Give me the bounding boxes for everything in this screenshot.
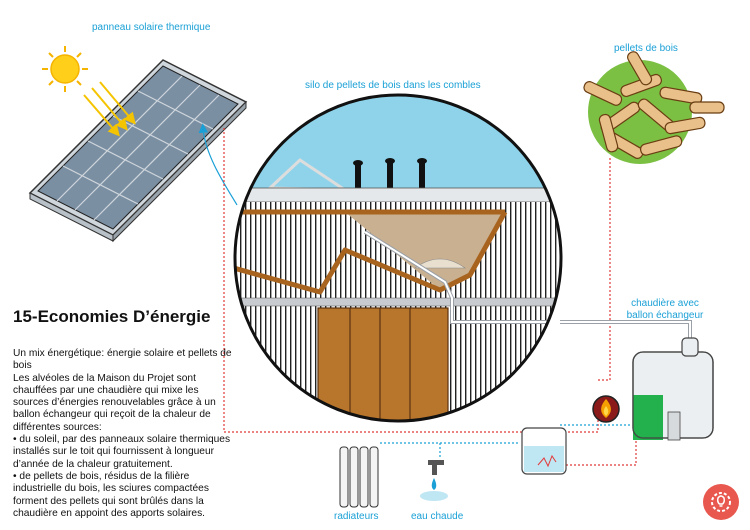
faucet-icon: [420, 460, 448, 501]
gear-bulb-logo: [703, 484, 739, 520]
bullet-solar: • du soleil, par des panneaux solaire th…: [13, 434, 237, 471]
radiator: [340, 447, 378, 507]
hot-water-tank: [522, 428, 566, 474]
description: Un mix énergétique: énergie solaire et p…: [13, 348, 237, 520]
description-paragraph: Les alvéoles de la Maison du Projet sont…: [13, 373, 237, 434]
pellets-label: pellets de bois: [614, 43, 678, 55]
wood-pellets: [582, 50, 724, 164]
page-title: 15-Economies D’énergie: [13, 309, 233, 325]
intro-text: Un mix énergétique: énergie solaire et p…: [13, 348, 237, 373]
bullet-pellets: • de pellets de bois, résidus de la fili…: [13, 471, 237, 520]
boiler-pipe: [560, 322, 690, 345]
boiler-label: chaudière avec ballon échangeur: [625, 298, 705, 322]
boiler: [633, 338, 713, 440]
hot-water-label: eau chaude: [411, 511, 463, 523]
flame-icon: [593, 396, 619, 422]
water-pipes: [380, 425, 630, 458]
building-cutaway: [230, 90, 610, 432]
solar-panel-label: panneau solaire thermique: [92, 22, 210, 34]
sun-icon: [42, 46, 88, 92]
silo-label: silo de pellets de bois dans les combles: [305, 80, 481, 92]
radiators-label: radiateurs: [334, 511, 378, 523]
solar-panel: [30, 60, 246, 241]
